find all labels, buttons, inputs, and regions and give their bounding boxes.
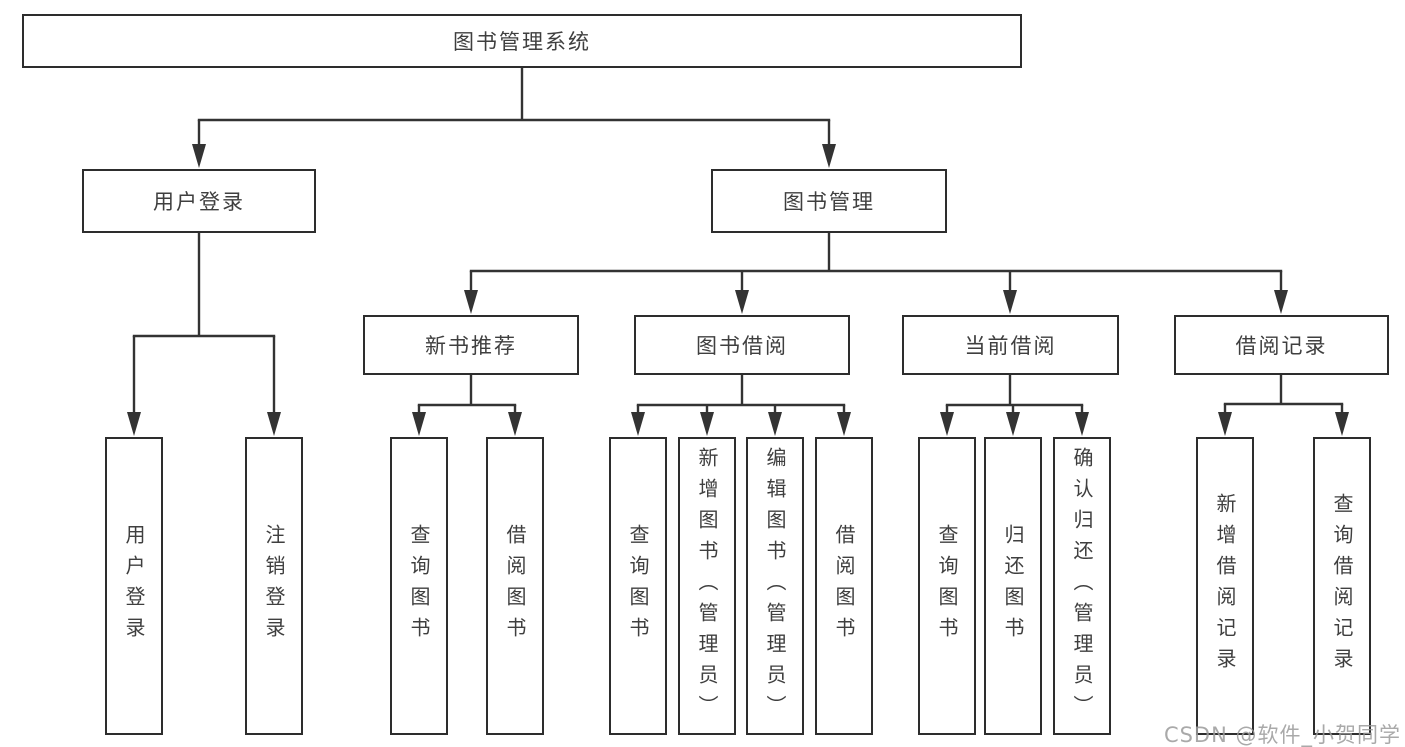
leaf-add-books-admin-label: 新增图书（管理员） xyxy=(695,446,719,726)
leaf-query-books-recommend: 查询图书 xyxy=(390,437,448,735)
node-borrowing-records: 借阅记录 xyxy=(1174,315,1389,375)
leaf-confirm-return-admin-label: 确认归还（管理员） xyxy=(1070,446,1094,726)
node-current-borrowing-label: 当前借阅 xyxy=(964,334,1057,358)
leaf-return-books-label: 归还图书 xyxy=(1001,524,1025,648)
leaf-edit-books-admin: 编辑图书（管理员） xyxy=(746,437,804,735)
node-root: 图书管理系统 xyxy=(22,14,1022,68)
node-book-management-label: 图书管理 xyxy=(783,190,875,214)
leaf-edit-books-admin-label: 编辑图书（管理员） xyxy=(763,446,787,726)
leaf-add-borrow-record-label: 新增借阅记录 xyxy=(1213,493,1237,679)
leaf-borrow-books-recommend: 借阅图书 xyxy=(486,437,544,735)
leaf-query-books-recommend-label: 查询图书 xyxy=(407,524,431,648)
leaf-return-books: 归还图书 xyxy=(984,437,1042,735)
leaf-query-borrow-record: 查询借阅记录 xyxy=(1313,437,1371,735)
leaf-borrow-books-recommend-label: 借阅图书 xyxy=(503,524,527,648)
node-new-book-recommendation: 新书推荐 xyxy=(363,315,579,375)
leaf-add-borrow-record: 新增借阅记录 xyxy=(1196,437,1254,735)
leaf-query-books-current: 查询图书 xyxy=(918,437,976,735)
leaf-confirm-return-admin: 确认归还（管理员） xyxy=(1053,437,1111,735)
node-book-borrowing: 图书借阅 xyxy=(634,315,850,375)
node-current-borrowing: 当前借阅 xyxy=(902,315,1119,375)
leaf-query-books-current-label: 查询图书 xyxy=(935,524,959,648)
node-root-label: 图书管理系统 xyxy=(453,30,591,54)
node-book-borrowing-label: 图书借阅 xyxy=(696,334,788,358)
leaf-query-books-borrowing: 查询图书 xyxy=(609,437,667,735)
leaf-query-borrow-record-label: 查询借阅记录 xyxy=(1330,493,1354,679)
node-user-login-label: 用户登录 xyxy=(153,190,245,214)
leaf-user-login-label: 用户登录 xyxy=(122,524,146,648)
node-borrowing-records-label: 借阅记录 xyxy=(1235,334,1328,358)
leaf-query-books-borrowing-label: 查询图书 xyxy=(626,524,650,648)
leaf-add-books-admin: 新增图书（管理员） xyxy=(678,437,736,735)
node-user-login: 用户登录 xyxy=(82,169,316,233)
leaf-borrow-books-borrowing-label: 借阅图书 xyxy=(832,524,856,648)
csdn-watermark: CSDN @软件_小贺同学 xyxy=(1163,723,1401,747)
leaf-logout: 注销登录 xyxy=(245,437,303,735)
node-new-book-recommendation-label: 新书推荐 xyxy=(425,334,517,358)
leaf-user-login: 用户登录 xyxy=(105,437,163,735)
node-book-management: 图书管理 xyxy=(711,169,947,233)
leaf-logout-label: 注销登录 xyxy=(262,524,286,648)
leaf-borrow-books-borrowing: 借阅图书 xyxy=(815,437,873,735)
